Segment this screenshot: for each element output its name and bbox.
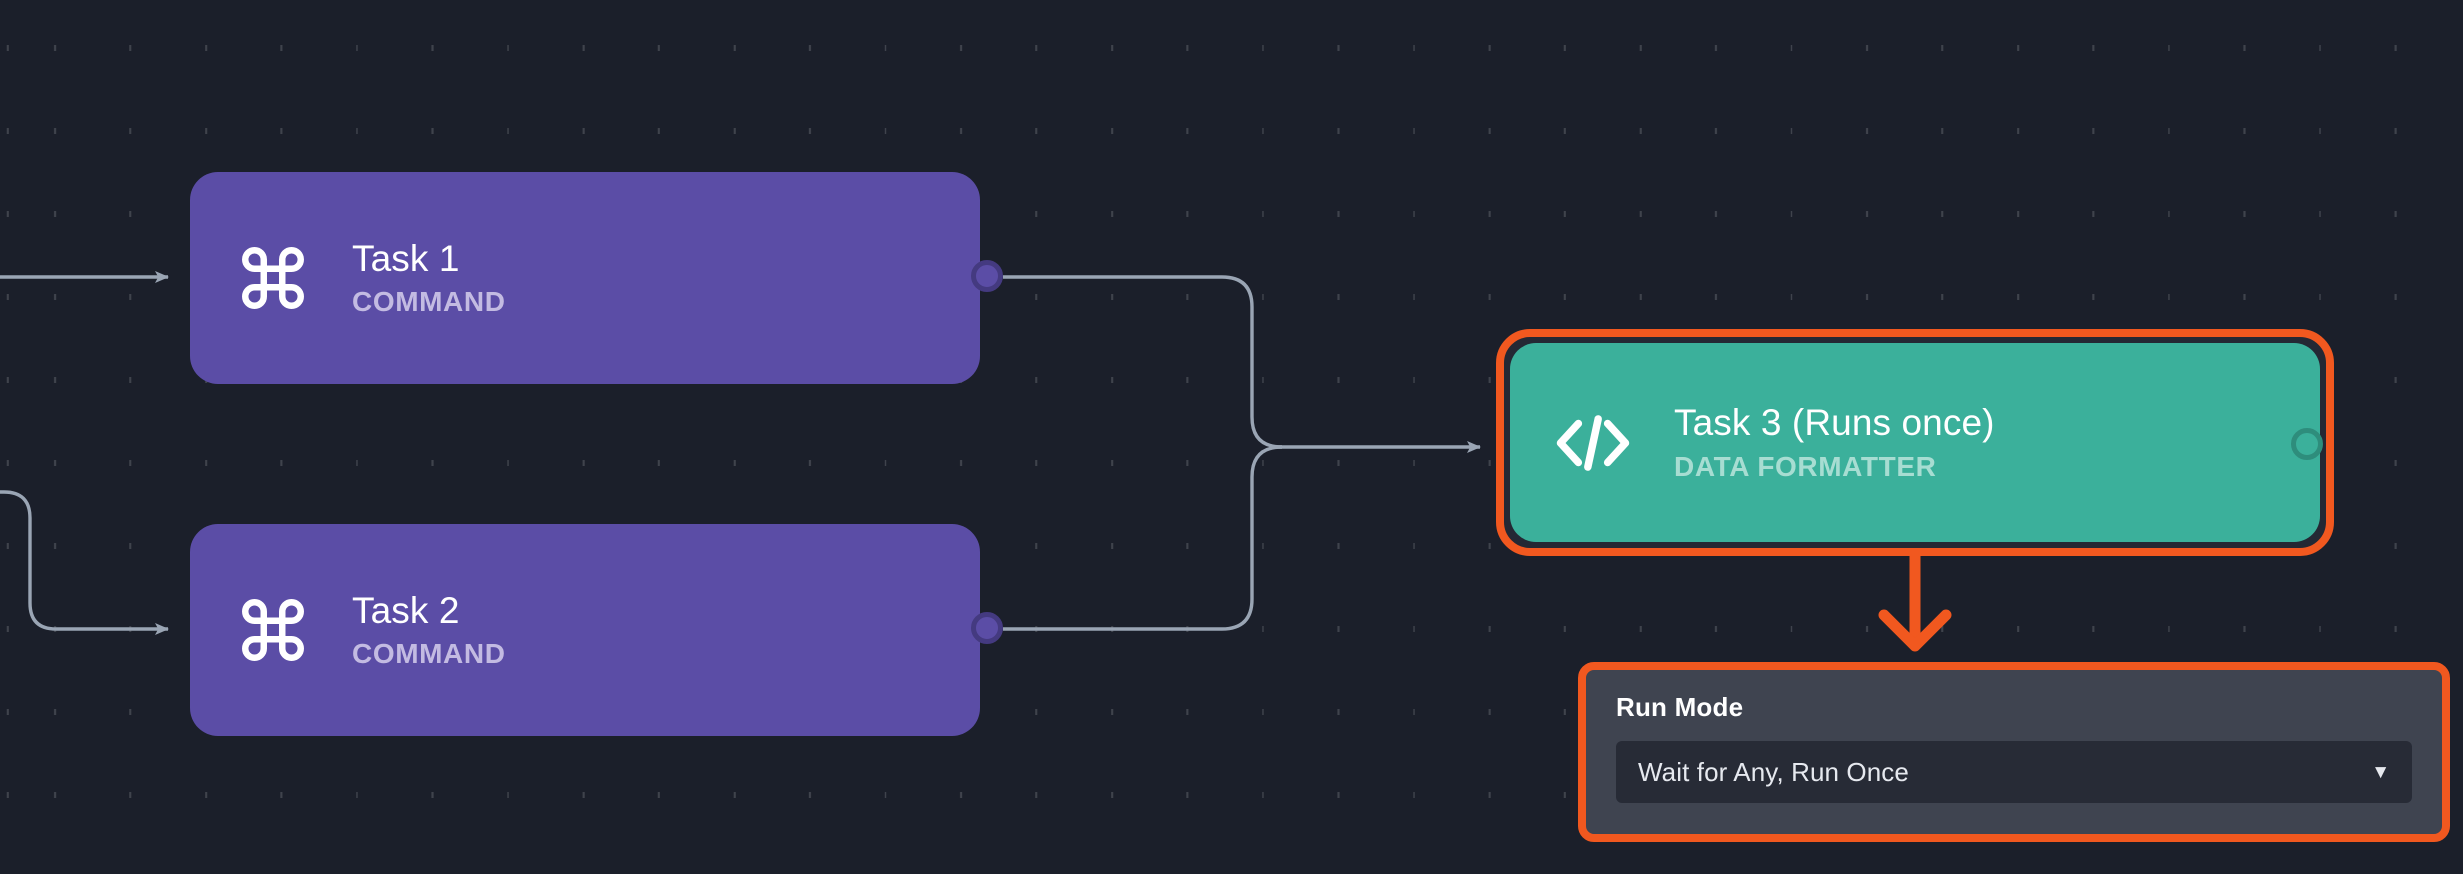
node-task-3[interactable]: Task 3 (Runs once) DATA FORMATTER	[1510, 343, 2320, 542]
chevron-down-icon[interactable]: ▼	[2371, 761, 2390, 783]
node-task-2-subtitle: COMMAND	[352, 638, 506, 670]
output-port-task-3[interactable]	[2291, 428, 2323, 460]
node-task-3-title: Task 3 (Runs once)	[1674, 402, 1995, 444]
edge-task1-to-task3	[1003, 275, 1283, 449]
edge-task2-to-task3	[1003, 445, 1283, 631]
node-task-3-subtitle: DATA FORMATTER	[1674, 450, 1937, 482]
run-mode-selected-value: Wait for Any, Run Once	[1638, 756, 1909, 787]
run-mode-select[interactable]: Wait for Any, Run Once ▼	[1616, 741, 2412, 803]
command-icon	[236, 241, 310, 315]
run-mode-label: Run Mode	[1616, 692, 1744, 722]
node-task-2-text: Task 2 COMMAND	[352, 589, 506, 672]
edge-incoming-task2	[0, 490, 169, 635]
annotation-arrow-to-run-mode	[1878, 550, 1952, 652]
node-task-1-subtitle: COMMAND	[352, 286, 506, 318]
node-task-1[interactable]: Task 1 COMMAND	[190, 172, 980, 384]
run-mode-panel[interactable]: Run Mode Wait for Any, Run Once ▼	[1578, 662, 2450, 842]
node-task-1-title: Task 1	[352, 237, 460, 279]
node-task-2-title: Task 2	[352, 589, 460, 631]
output-port-task-1[interactable]	[971, 260, 1003, 292]
output-port-task-2[interactable]	[971, 612, 1003, 644]
node-task-2[interactable]: Task 2 COMMAND	[190, 524, 980, 736]
code-brackets-icon	[1554, 410, 1632, 476]
node-task-1-text: Task 1 COMMAND	[352, 237, 506, 320]
node-task-3-text: Task 3 (Runs once) DATA FORMATTER	[1674, 401, 1995, 484]
command-icon	[236, 593, 310, 667]
node-task-3-wrapper[interactable]: Task 3 (Runs once) DATA FORMATTER	[1496, 329, 2334, 556]
